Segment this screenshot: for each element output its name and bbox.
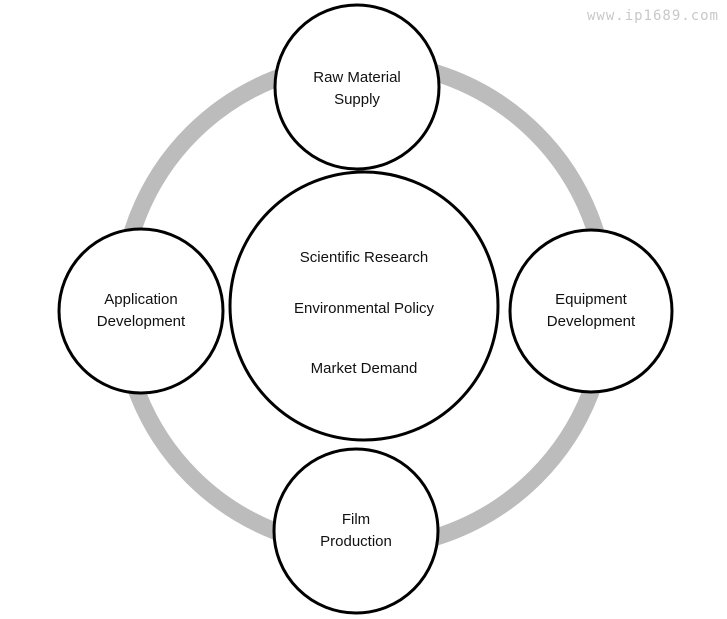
node-film-production-line1: Film	[342, 511, 370, 528]
center-line-market-demand: Market Demand	[311, 360, 418, 377]
watermark: www.ip1689.com	[586, 8, 719, 24]
node-film-production: Film Production	[272, 447, 440, 615]
node-raw-material-supply: Raw Material Supply	[273, 3, 441, 171]
node-film-production-line2: Production	[320, 533, 392, 550]
node-application-development-line1: Application	[104, 291, 177, 308]
center-line-scientific-research: Scientific Research	[300, 249, 428, 266]
center-node: Scientific Research Environmental Policy…	[228, 170, 500, 442]
node-raw-material-supply-line1: Raw Material	[313, 69, 401, 86]
node-raw-material-supply-line2: Supply	[334, 91, 380, 108]
node-equipment-development: Equipment Development	[508, 228, 674, 394]
node-application-development: Application Development	[57, 227, 225, 395]
center-line-environmental-policy: Environmental Policy	[294, 300, 435, 317]
node-equipment-development-line1: Equipment	[555, 291, 628, 308]
node-application-development-line2: Development	[97, 313, 186, 330]
node-equipment-development-line2: Development	[547, 313, 636, 330]
